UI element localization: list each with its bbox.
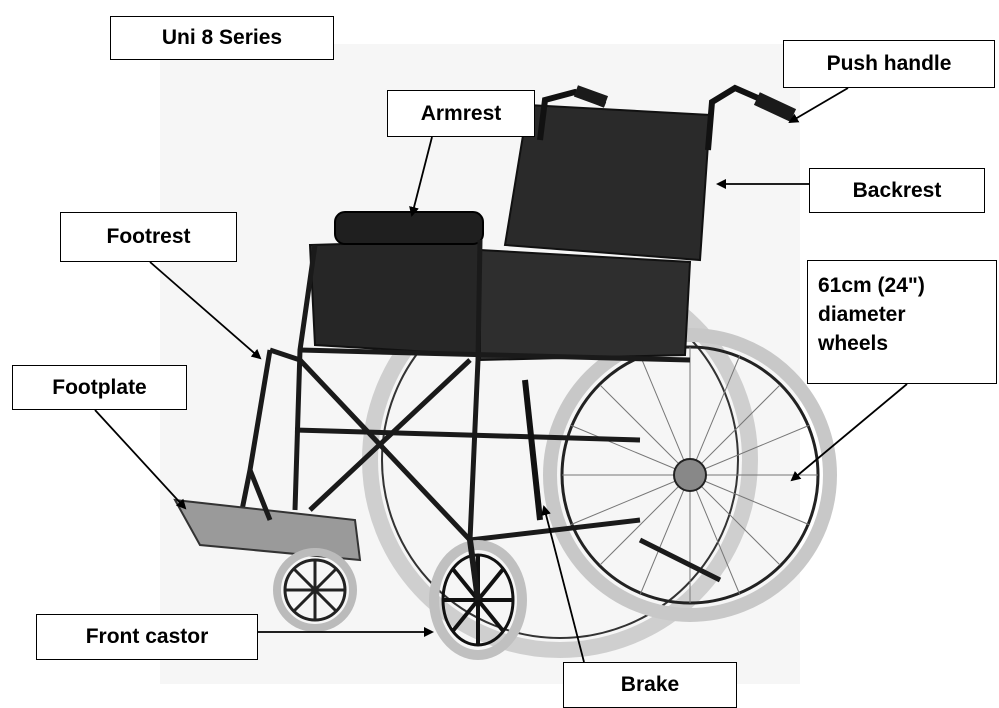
front-castor-label: Front castor: [36, 614, 258, 660]
brake-label: Brake: [563, 662, 737, 708]
wheels-label: 61cm (24") diameter wheels: [807, 260, 997, 384]
rear-wheel-near: [550, 335, 830, 615]
castor-left: [277, 552, 353, 628]
backrest-label: Backrest: [809, 168, 985, 213]
wheels-label-line1: 61cm (24"): [818, 271, 925, 300]
footplate-label: Footplate: [12, 365, 187, 410]
wheels-label-line3: wheels: [818, 329, 888, 358]
wheels-label-line2: diameter: [818, 300, 906, 329]
footrest-label: Footrest: [60, 212, 237, 262]
armrest-label: Armrest: [387, 90, 535, 137]
title-label: Uni 8 Series: [110, 16, 334, 60]
push-handle-label: Push handle: [783, 40, 995, 88]
